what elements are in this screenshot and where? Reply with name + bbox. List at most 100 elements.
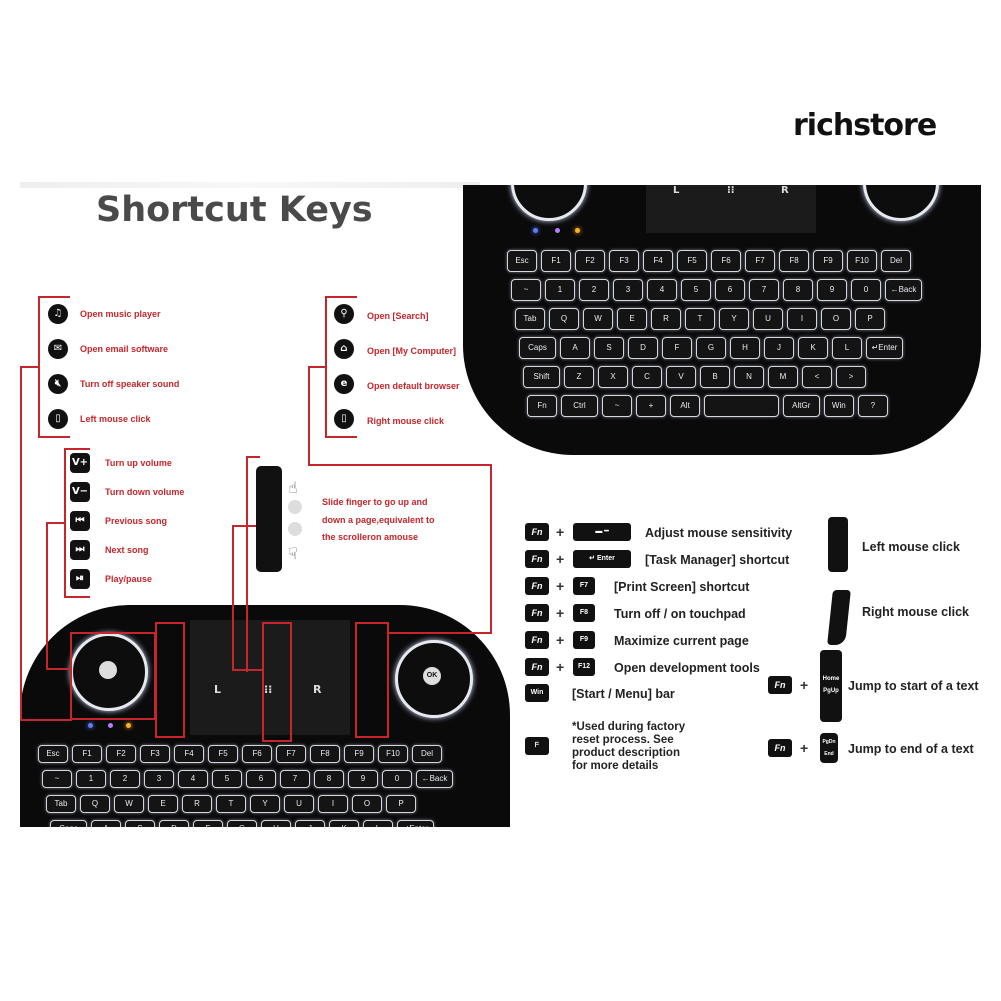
keyboard-key: ~ [511,279,541,301]
highlight-dpad [70,632,156,720]
factory-note: product description [572,747,680,759]
keyboard-key: F7 [745,250,775,272]
fn-key: Fn [768,676,792,694]
keyboard-key: U [284,795,314,813]
callout-line [232,525,258,527]
shortcut-label: Turn off / on touchpad [614,607,746,621]
keyboard-key: 1 [76,770,106,788]
shortcut-label: Next song [105,545,149,555]
fn-key: Fn [525,631,549,649]
touchpad-label-l: L [673,185,680,196]
music-icon: ♫ [48,304,68,324]
previous-icon: ⏮ [70,511,90,531]
keyboard-key: O [821,308,851,330]
keyboard-key: 9 [817,279,847,301]
keyboard-key: S [594,337,624,359]
keyboard-key: Esc [507,250,537,272]
scroll-strip-image [256,466,282,572]
fn-key: Fn [525,658,549,676]
keyboard-key: G [696,337,726,359]
callout-line [308,464,492,466]
scroll-description: down a page,equivalent to [322,515,435,525]
finger-icon: ☝ [288,478,298,497]
callout-line [20,366,22,721]
keyboard-key: K [798,337,828,359]
keyboard-key: F3 [140,745,170,763]
led-orange [126,723,131,728]
keyboard-key: ↵Enter [397,820,434,827]
shortcut-label: Open [My Computer] [367,346,456,356]
keyboard-key [704,395,779,417]
combo-key: F8 [573,604,595,622]
keyboard-key: V [666,366,696,388]
right-click-key-image [827,590,851,645]
keyboard-key: Win [823,395,854,417]
keyboard-key: Caps [50,820,87,827]
keyboard-key: 2 [110,770,140,788]
touchpad [646,185,816,233]
keyboard-key: 0 [382,770,412,788]
keyboard-key: Tab [515,308,545,330]
keyboard-key: 4 [178,770,208,788]
keyboard-key: I [318,795,348,813]
shortcut-label: [Task Manager] shortcut [645,553,790,567]
keyboard-key: R [651,308,681,330]
keyboard-key: J [295,820,325,827]
shortcut-label: Right mouse click [862,605,969,619]
keyboard-key: Del [881,250,911,272]
callout-line [490,464,492,634]
keyboard-key: H [261,820,291,827]
volume-up-icon: V+ [70,453,90,473]
keyboard-key: F9 [344,745,374,763]
shortcut-label: [Print Screen] shortcut [614,580,750,594]
keyboard-key: B [700,366,730,388]
keyboard-key: F5 [677,250,707,272]
keyboard-key: 3 [613,279,643,301]
led-blue [533,228,538,233]
shortcut-label: Open email software [80,344,169,354]
keyboard-key: AltGr [782,395,820,417]
keyboard-key: Z [564,366,594,388]
fn-key: Fn [768,739,792,757]
touchpad-label-r: R [781,185,789,196]
keyboard-key: 5 [681,279,711,301]
keyboard-key: 6 [246,770,276,788]
fn-key: Fn [525,577,549,595]
combo-key: F12 [573,658,595,676]
callout-line [308,366,310,466]
mouse-right-icon: ▯ [334,409,354,429]
combo-key: ▬ ━ [573,523,631,541]
keyboard-key: Y [250,795,280,813]
play-pause-icon: ⏯ [70,569,90,589]
shortcut-label: Jump to end of a text [848,742,974,756]
page-title: Shortcut Keys [96,190,373,230]
keyboard-key: F [662,337,692,359]
led-purple [108,723,113,728]
finger-icon [288,500,302,514]
keyboard-key: 7 [749,279,779,301]
shortcut-label: Play/pause [105,574,153,584]
keyboard-key: ←Back [416,770,453,788]
keyboard-key: D [159,820,189,827]
touchpad-label-m: ⁝⁝ [727,185,735,196]
keyboard-key: F5 [208,745,238,763]
keyboard-key: 9 [348,770,378,788]
keyboard-key: D [628,337,658,359]
shortcut-label: Left mouse click [862,540,960,554]
plus-sign: + [800,677,809,693]
keyboard-key: F1 [541,250,571,272]
brand-logo: richstore [793,108,937,143]
shortcut-label: Turn down volume [105,487,185,497]
factory-reset-key-icon: ᖴ [525,737,549,755]
keyboard-key: F10 [847,250,877,272]
keyboard-key: H [730,337,760,359]
keyboard-key: F8 [779,250,809,272]
highlight-right-buttons [355,622,389,738]
keyboard-key: Shift [523,366,560,388]
fn-key: Fn [525,523,549,541]
keyboard-key: Q [80,795,110,813]
factory-note: reset process. See [572,734,674,746]
keyboard-key: F2 [106,745,136,763]
keyboard-key: 6 [715,279,745,301]
keyboard-key: Fn [527,395,557,417]
